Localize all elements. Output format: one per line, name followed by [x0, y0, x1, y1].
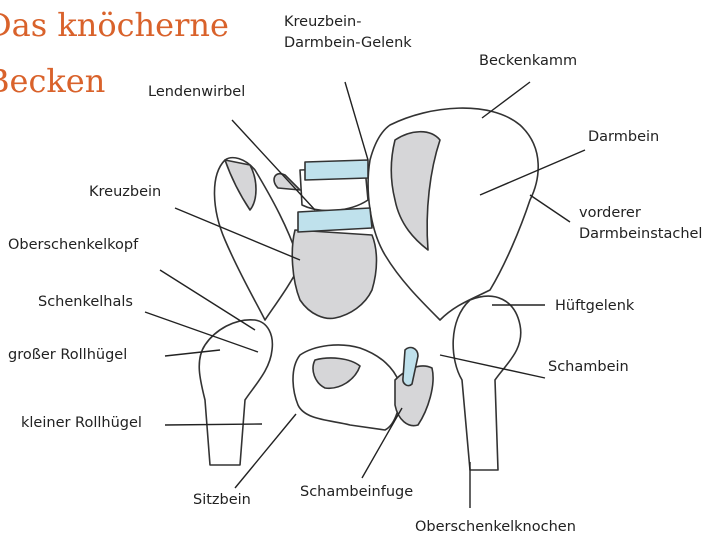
label-vorderer-darmbeinstachel-line2: Darmbeinstachel: [579, 225, 702, 243]
label-vorderer-darmbeinstachel-line1: vorderer: [579, 204, 702, 222]
label-oberschenkelknochen: Oberschenkelknochen: [415, 518, 576, 536]
label-darmbein: Darmbein: [588, 128, 659, 146]
label-kreuzbein-darmbein-gelenk-line2: Darmbein-Gelenk: [284, 34, 412, 52]
label-kreuzbein-darmbein-gelenk: Kreuzbein- Darmbein-Gelenk: [284, 13, 412, 52]
label-hueftgelenk: Hüftgelenk: [555, 297, 634, 315]
ilium-right: [368, 108, 538, 320]
label-schenkelhals: Schenkelhals: [38, 293, 133, 311]
label-sitzbein: Sitzbein: [193, 491, 251, 509]
femur-left: [199, 320, 272, 465]
label-beckenkamm: Beckenkamm: [479, 52, 577, 70]
label-lendenwirbel: Lendenwirbel: [148, 83, 245, 101]
femur-right: [453, 296, 521, 470]
label-schambeinfuge: Schambeinfuge: [300, 483, 413, 501]
label-vorderer-darmbeinstachel: vorderer Darmbeinstachel: [579, 204, 702, 243]
label-grosser-rollhuegel: großer Rollhügel: [8, 346, 127, 364]
label-kreuzbein: Kreuzbein: [89, 183, 161, 201]
label-schambein: Schambein: [548, 358, 629, 376]
sacrum: [292, 230, 376, 318]
label-kleiner-rollhuegel: kleiner Rollhügel: [21, 414, 142, 432]
label-oberschenkelkopf: Oberschenkelkopf: [8, 236, 138, 254]
ischium-pubis: [293, 345, 400, 430]
label-kreuzbein-darmbein-gelenk-line1: Kreuzbein-: [284, 13, 412, 31]
